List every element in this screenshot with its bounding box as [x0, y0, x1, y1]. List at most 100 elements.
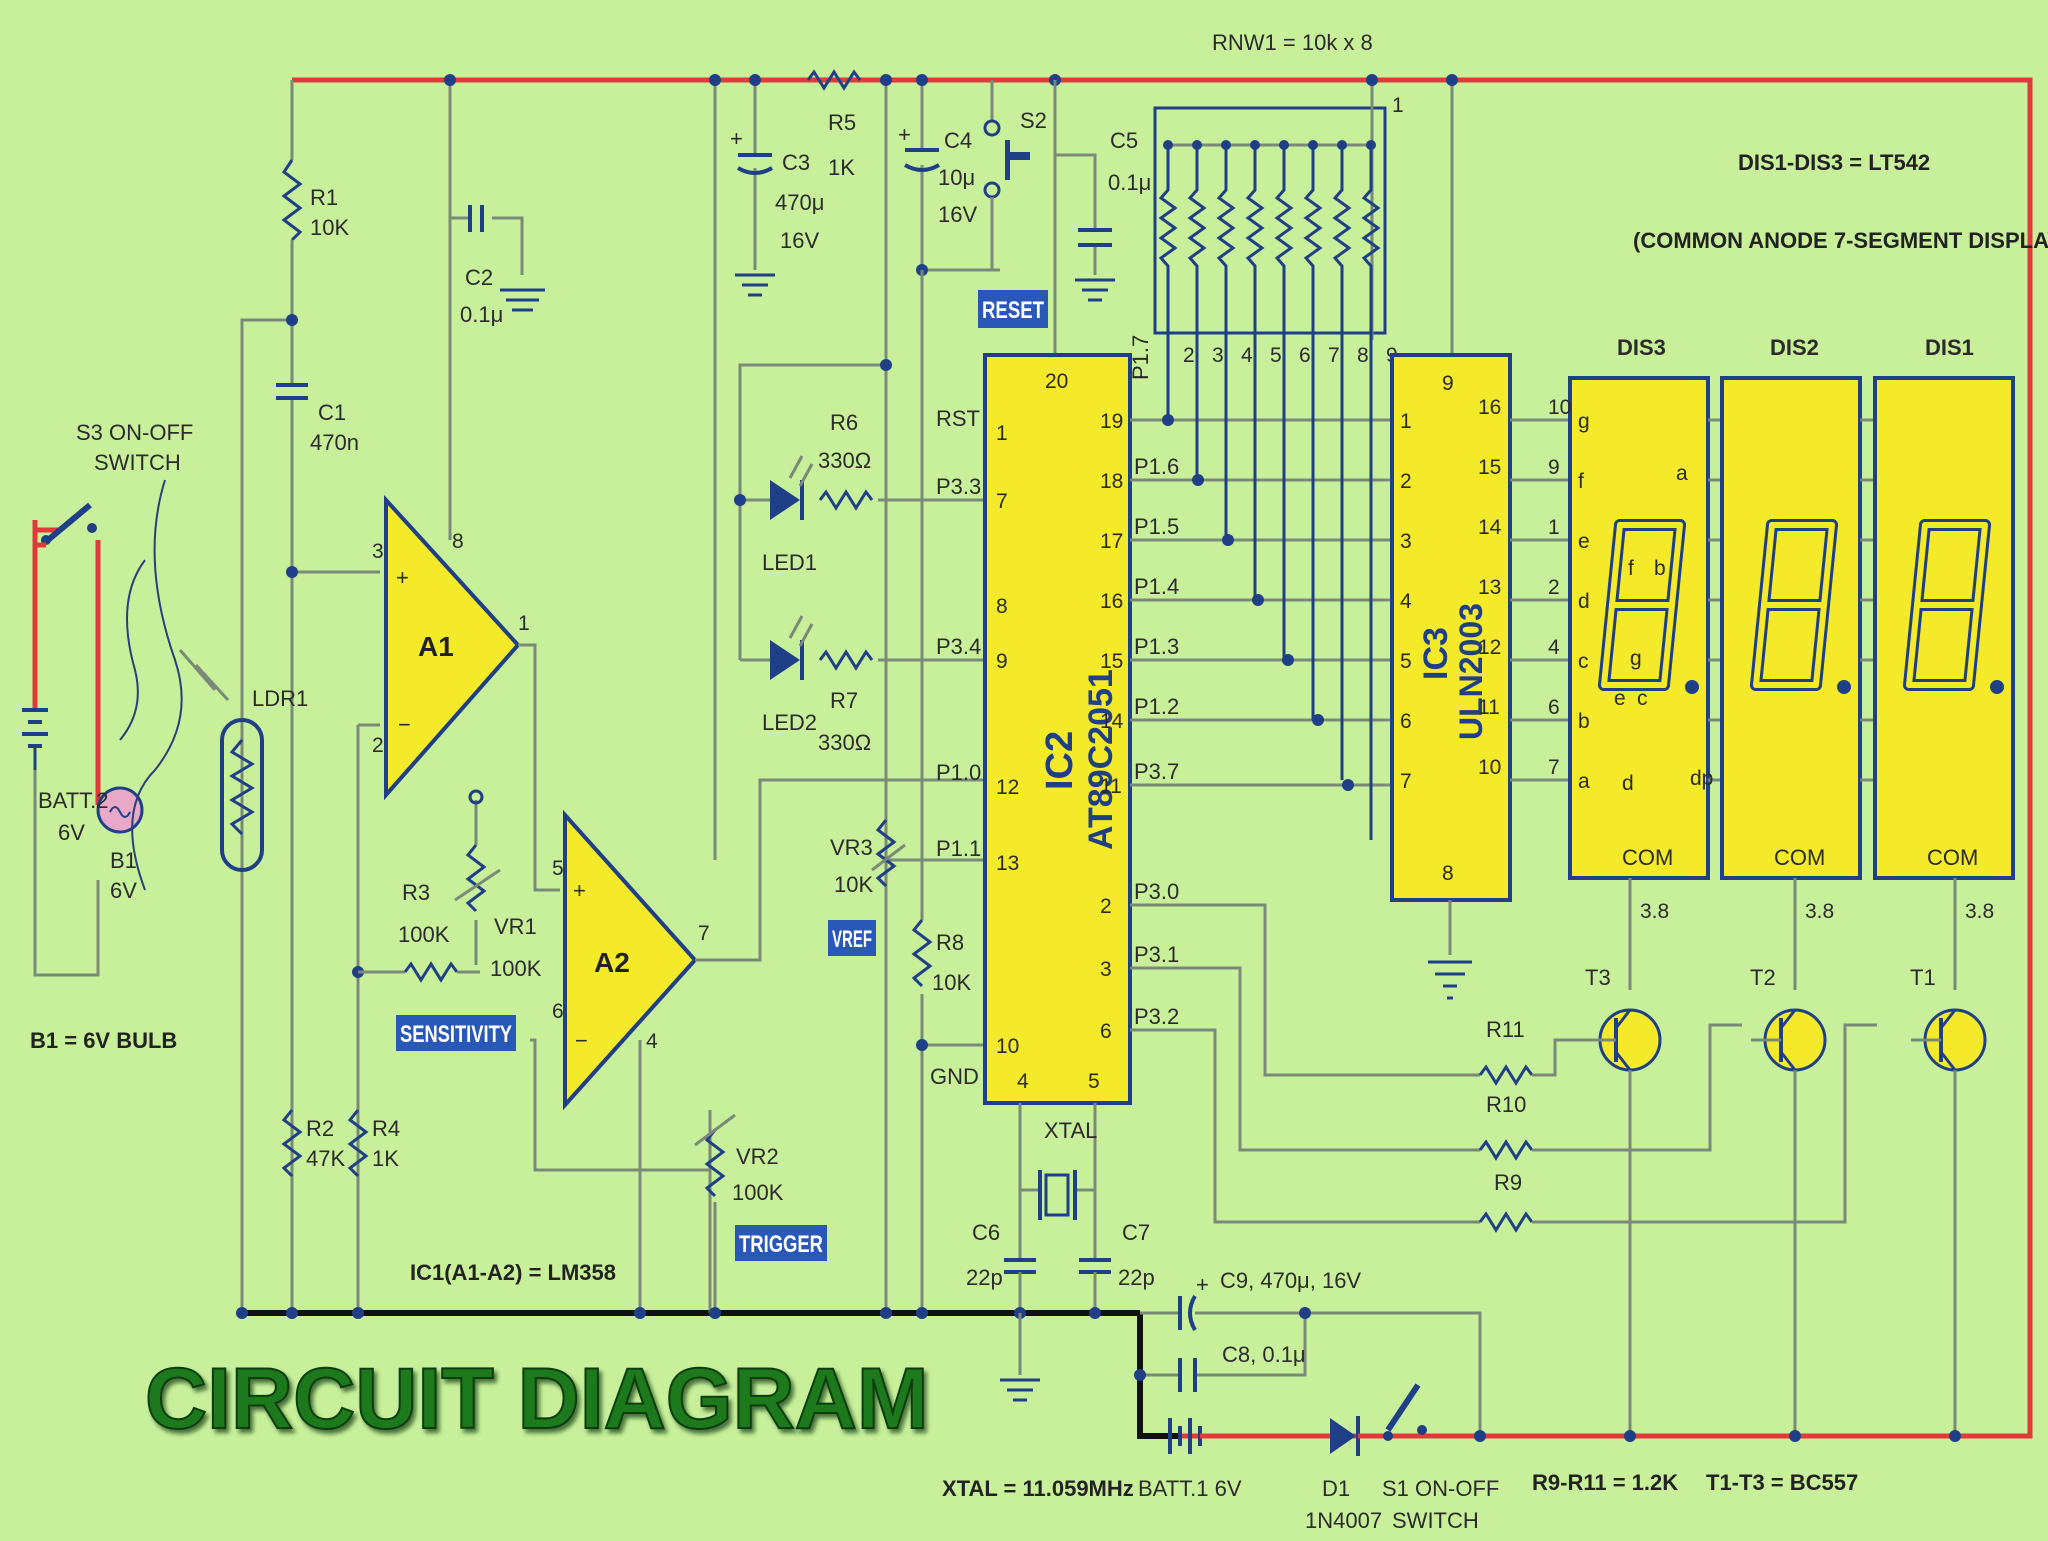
label-c9: C9, 470μ, 16V	[1220, 1268, 1361, 1293]
svg-text:+: +	[1196, 1272, 1209, 1297]
uln-right-pin: 13	[1478, 576, 1501, 599]
pnp-transistor: 3.8T1	[1910, 878, 1994, 1442]
led-section: R6 330Ω LED1 R7 330Ω LED2 VR3 10K VREF R…	[734, 270, 985, 1319]
ldr-network: R1 10K C1 470n LDR1 R2 47K R4 1K	[178, 80, 400, 1319]
ic2-right-pin-num: 14	[1100, 710, 1124, 733]
voltage-label: 3.8	[1805, 900, 1834, 923]
segment-pin-number: 1	[1548, 516, 1560, 539]
voltage-label: 3.8	[1640, 900, 1669, 923]
ic2-right-pin-name: P1.2	[1134, 694, 1179, 719]
segment-pin-number: 7	[1548, 756, 1560, 779]
label-vr3-value: 10K	[834, 872, 873, 897]
label-r5-value: 1K	[828, 155, 855, 180]
a1-label: A1	[418, 631, 454, 662]
svg-text:SENSITIVITY: SENSITIVITY	[400, 1021, 512, 1048]
label-r3: R3	[402, 880, 430, 905]
seg-label-a: a	[1676, 462, 1688, 485]
ic2-right-pin-name: P3.0	[1134, 879, 1179, 904]
svg-text:−: −	[398, 712, 411, 737]
ic3-pin9: 9	[1442, 372, 1454, 395]
rnw1-note: RNW1 = 10k x 8	[1212, 30, 1373, 55]
seven-segment-display: COM	[1720, 376, 1874, 880]
label-batt2: BATT.2	[38, 788, 109, 813]
ic2-left-pin-name: P1.0	[936, 760, 981, 785]
label-c1: C1	[318, 400, 346, 425]
ic2-name: IC2	[1039, 731, 1081, 790]
label-r8: R8	[936, 930, 964, 955]
rnw-resistor	[1187, 145, 1207, 480]
uln-left-pin: 3	[1400, 530, 1412, 553]
transistor-label: T3	[1585, 965, 1611, 990]
label-dis1: DIS1	[1925, 335, 1974, 360]
rnw-pin-num: 4	[1241, 344, 1253, 367]
a1-pin1: 1	[518, 612, 530, 635]
label-c6: C6	[972, 1220, 1000, 1245]
decimal-point	[1837, 680, 1851, 694]
label-xtal: XTAL	[1044, 1118, 1097, 1143]
svg-text:+: +	[898, 122, 911, 147]
segment-letter: a	[1578, 770, 1590, 793]
note-ic1: IC1(A1-A2) = LM358	[410, 1260, 616, 1285]
ic2-right-pin-name: P1.6	[1134, 454, 1179, 479]
rnw-pin-num: 2	[1183, 344, 1195, 367]
uln-right-pin: 10	[1478, 756, 1501, 779]
crystal-section: XTAL C6 22p C7 22p XTAL = 11.059MHz	[942, 1103, 1155, 1501]
ic2-right-pin-num: 3	[1100, 958, 1112, 981]
ic2-right-pin-name: P1.3	[1134, 634, 1179, 659]
svg-text:+: +	[730, 126, 743, 151]
label-c4-voltage: 16V	[938, 202, 977, 227]
ic2-left-pin-num: 7	[996, 490, 1008, 513]
uln-right-pin: 11	[1478, 696, 1500, 719]
ic2-right-pins: 19P1.718P1.617P1.516P1.415P1.314P1.211P3…	[1100, 335, 1480, 1224]
label-c5: C5	[1110, 128, 1138, 153]
ic2-right-pin-name: P1.5	[1134, 514, 1179, 539]
voltage-label: 3.8	[1965, 900, 1994, 923]
label-c2: C2	[465, 265, 493, 290]
pointing-hand-outline	[131, 479, 183, 891]
segment-letter: c	[1578, 650, 1589, 673]
svg-text:TRIGGER: TRIGGER	[739, 1231, 823, 1258]
label-s1-switch: SWITCH	[1392, 1508, 1479, 1533]
label-dis2: DIS2	[1770, 335, 1819, 360]
segment-pin-number: 10	[1548, 396, 1571, 419]
ic3-pin8: 8	[1442, 862, 1454, 885]
ic2-left-pin-name: P3.3	[936, 474, 981, 499]
label-r11: R11	[1486, 1017, 1525, 1042]
ldr1-symbol	[178, 649, 264, 872]
label-r2-value: 47K	[306, 1146, 345, 1171]
label-vr1-value: 100K	[490, 956, 542, 981]
ic2-left-pin-num: 10	[996, 1035, 1019, 1058]
svg-text:VREF: VREF	[832, 926, 872, 953]
label-batt1: BATT.1 6V	[1138, 1476, 1242, 1501]
a1-pin2: 2	[372, 734, 384, 757]
transistor-label: T2	[1750, 965, 1776, 990]
a2-pin6: 6	[552, 1000, 564, 1023]
label-c6-value: 22p	[966, 1265, 1003, 1290]
ic2-left-pin-num: 8	[996, 595, 1008, 618]
reset-tag: RESET	[978, 290, 1048, 328]
seg-label-d: d	[1622, 772, 1634, 795]
a2-pin4: 4	[646, 1030, 658, 1053]
seg-label-c: c	[1637, 687, 1648, 710]
rnw-pin-num: 8	[1357, 344, 1369, 367]
label-vr2: VR2	[736, 1144, 779, 1169]
ic2-left-pin-num: 13	[996, 852, 1019, 875]
segment-pin-number: 4	[1548, 636, 1560, 659]
label-r10: R10	[1486, 1092, 1526, 1117]
segment-pin-number: 6	[1548, 696, 1560, 719]
label-led1: LED1	[762, 550, 817, 575]
label-r9: R9	[1494, 1170, 1522, 1195]
base-resistor	[1478, 1038, 1587, 1086]
label-s3: S3 ON-OFF	[76, 420, 193, 445]
note-t1t3: T1-T3 = BC557	[1706, 1470, 1858, 1495]
a2-label: A2	[594, 947, 630, 978]
ic2-right-pin-name: P3.1	[1134, 942, 1179, 967]
label-c7: C7	[1122, 1220, 1150, 1245]
label-r6-value: 330Ω	[818, 448, 871, 473]
label-r2: R2	[306, 1116, 334, 1141]
